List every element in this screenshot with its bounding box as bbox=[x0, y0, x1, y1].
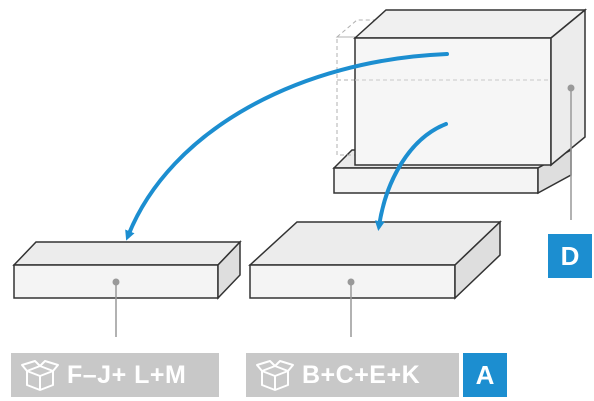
crate-assembly bbox=[332, 8, 588, 220]
right-package-side bbox=[454, 220, 501, 300]
badge-d: D bbox=[548, 234, 592, 278]
left-package-side bbox=[217, 240, 241, 300]
left-package bbox=[12, 240, 242, 337]
left-package-top bbox=[12, 241, 242, 266]
arrow-to-left-package bbox=[125, 52, 449, 241]
left-package-tag: F–J+ L+M bbox=[11, 353, 219, 397]
right-package bbox=[248, 220, 502, 337]
crate-base-front bbox=[333, 167, 539, 194]
badge-a: A bbox=[463, 353, 507, 397]
crate-front bbox=[354, 37, 552, 166]
left-package-label: F–J+ L+M bbox=[67, 360, 187, 389]
open-box-icon bbox=[21, 360, 59, 391]
right-package-label: B+C+E+K bbox=[302, 360, 421, 389]
arrow-to-right-package bbox=[374, 122, 448, 231]
right-package-tag: B+C+E+K bbox=[246, 353, 459, 397]
crate-top bbox=[353, 9, 588, 39]
open-box-icon bbox=[256, 360, 294, 391]
